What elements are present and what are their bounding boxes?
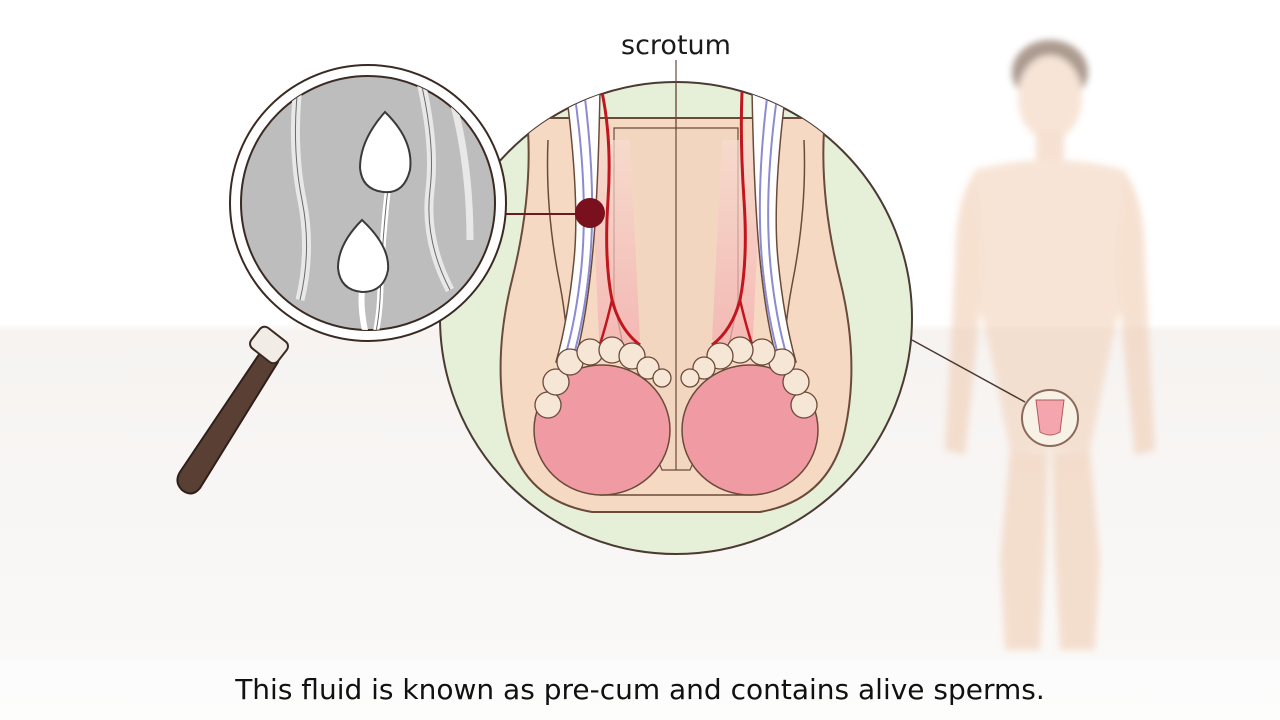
magnifying-glass-icon: [176, 64, 507, 495]
scrotum-cross-section: [499, 82, 853, 513]
sperm-closeup: [290, 76, 474, 330]
subtitle-caption: This fluid is known as pre-cum and conta…: [0, 660, 1280, 720]
highlight-point: [575, 198, 605, 228]
human-figure: [945, 40, 1155, 650]
location-marker: [1021, 389, 1079, 447]
scrotum-label: scrotum: [621, 30, 731, 61]
pointer-line: [911, 339, 1026, 403]
